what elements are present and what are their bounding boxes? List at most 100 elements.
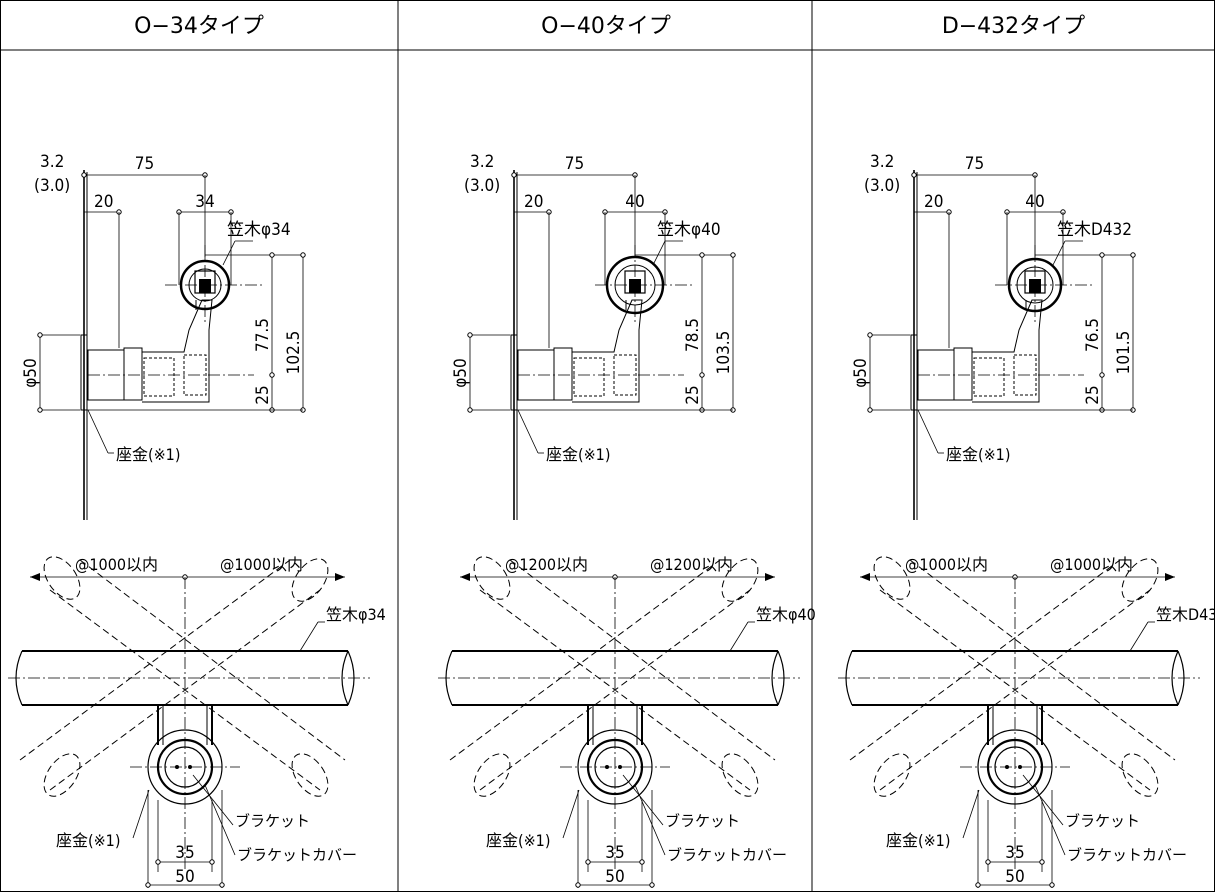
dim-mid-node	[269, 372, 275, 378]
plate-dia-label: φ50	[451, 358, 471, 388]
dim-75-label: 75	[565, 154, 584, 174]
dim-35-label: 35	[605, 843, 624, 863]
dim-35-node-b	[639, 859, 645, 865]
pitch-arrow-left	[30, 573, 40, 581]
pitch-arrow-left	[460, 573, 470, 581]
dim-50-node-b	[1049, 882, 1055, 888]
rail-side-label: 笠木φ40	[657, 220, 721, 240]
pitch-arrow-right	[1165, 573, 1175, 581]
rail-swing-end-c	[43, 753, 81, 797]
plan-screw-b	[1018, 765, 1022, 769]
plan-screw-a	[1005, 765, 1009, 769]
dim-35-node-a	[585, 859, 591, 865]
height-upper-label: 78.5	[683, 318, 703, 352]
plan-rail-label: 笠木D432	[1156, 605, 1215, 624]
rail-swing-end-c	[873, 753, 911, 797]
rail-leader	[652, 240, 666, 266]
bracket-leader	[622, 774, 664, 826]
bracket-nut-hidden	[1013, 354, 1037, 396]
dim-50-label: 50	[1005, 867, 1024, 887]
dim-50-label: 50	[175, 867, 194, 887]
dim-75-node-a	[511, 172, 517, 178]
dim-75-label: 75	[135, 154, 154, 174]
dim-20-label: 20	[524, 192, 543, 212]
pitch-left-label: @1200以内	[505, 555, 588, 574]
rail-swing-end-a	[473, 556, 511, 600]
wall-thickness-label: 3.2	[470, 152, 494, 172]
plan-bracket-label: ブラケット	[1065, 812, 1140, 830]
dim-35-node-b	[209, 859, 215, 865]
column-title-d432: D−432タイプ	[941, 14, 1086, 39]
bracket-cover-leader	[204, 784, 236, 856]
plate-dim-node-a	[867, 332, 873, 338]
bracket-arm	[972, 299, 1043, 403]
dim-50-node-a	[145, 882, 151, 888]
wall-thickness-label: 3.2	[40, 152, 64, 172]
rail-leader	[1052, 240, 1066, 266]
plate-dim-node-b	[467, 407, 473, 413]
dim-upper-node	[699, 252, 705, 258]
dim-35-node-a	[155, 859, 161, 865]
plate-dim-node-a	[467, 332, 473, 338]
rail-swing-end-b	[291, 558, 329, 602]
plan-bracket-cover-label: ブラケットカバー	[237, 846, 357, 864]
washer-leader	[517, 409, 539, 454]
plan-washer-label: 座金(※1)	[886, 831, 950, 850]
dim-50-node-b	[649, 882, 655, 888]
dim-20-label: 20	[94, 192, 113, 212]
plan-bracket-label: ブラケット	[235, 812, 310, 830]
dim-35-label: 35	[1005, 843, 1024, 863]
pitch-arrow-left	[860, 573, 870, 581]
rail-swing-end-b	[721, 558, 759, 602]
rail-swing-end-a	[873, 556, 911, 600]
height-total-label: 103.5	[714, 331, 734, 375]
rail-swing-end-d	[721, 753, 759, 797]
bracket-bolt-hidden	[573, 357, 605, 397]
plan-rail-leader	[1129, 621, 1149, 652]
plan-screw-a	[175, 765, 179, 769]
wall-thickness-label: 3.2	[870, 152, 894, 172]
height-total-label: 102.5	[284, 331, 304, 375]
dim-total-node	[300, 252, 306, 258]
height-upper-label: 76.5	[1083, 318, 1103, 352]
dim-75-label: 75	[965, 154, 984, 174]
bracket-bolt-hidden	[973, 357, 1005, 397]
plan-washer-leader	[962, 789, 980, 839]
dim-35-label: 35	[175, 843, 194, 863]
rail-swing-end-a	[43, 556, 81, 600]
wall-thickness-alt-label: (3.0)	[34, 176, 70, 196]
height-total-label: 101.5	[1114, 331, 1134, 375]
pitch-right-label: @1000以内	[1050, 555, 1133, 574]
bracket-collar	[953, 347, 973, 401]
plan-bracket-label: ブラケット	[665, 812, 740, 830]
bracket-collar	[123, 347, 143, 401]
rail-dim-label: 40	[1025, 192, 1044, 212]
pitch-arrow-right	[765, 573, 775, 581]
dim-75-node-a	[81, 172, 87, 178]
dim-upper-node	[1099, 252, 1105, 258]
dim-50-node-b	[219, 882, 225, 888]
rail-dim-label: 40	[625, 192, 644, 212]
plan-washer-leader	[132, 789, 150, 839]
washer-side-label: 座金(※1)	[116, 445, 180, 464]
plan-screw-a	[605, 765, 609, 769]
rail-swing-outline	[849, 559, 1176, 791]
plan-washer-leader	[562, 789, 580, 839]
pitch-arrow-right	[335, 573, 345, 581]
height-upper-label: 77.5	[253, 318, 273, 352]
plan-bracket-cover-label: ブラケットカバー	[1067, 846, 1187, 864]
rail-swing-end-b	[1121, 558, 1159, 602]
dim-20-label: 20	[924, 192, 943, 212]
plan-washer-label: 座金(※1)	[56, 831, 120, 850]
wall-thickness-alt-label: (3.0)	[864, 176, 900, 196]
dim-35-node-b	[1039, 859, 1045, 865]
rail-swing-end-d	[1121, 753, 1159, 797]
bracket-nut-hidden	[613, 354, 637, 396]
bracket-leader	[1022, 774, 1064, 826]
dim-total-node	[1130, 252, 1136, 258]
plate-dim-node-b	[37, 407, 43, 413]
dim-mid-node	[699, 372, 705, 378]
